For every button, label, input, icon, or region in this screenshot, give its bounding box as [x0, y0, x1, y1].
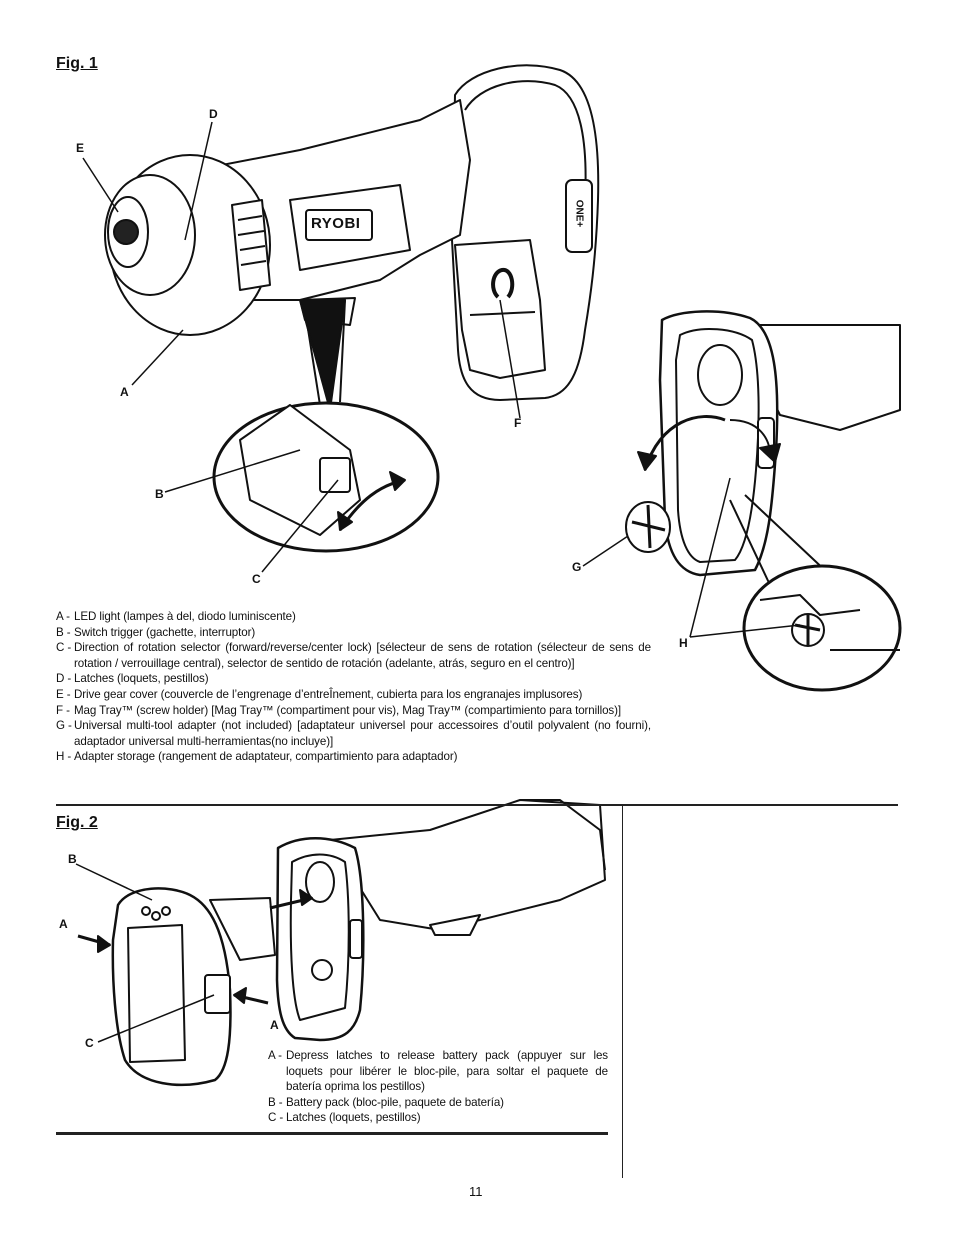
tool-body-illustration	[104, 64, 600, 401]
legend-key: C -	[268, 1111, 284, 1125]
legend-key: A -	[268, 1049, 282, 1062]
legend-key: B -	[56, 625, 71, 639]
callout-a: A	[120, 385, 129, 399]
legend-key: E -	[56, 687, 71, 701]
callout-a: A	[270, 1018, 279, 1032]
legend-item: B -Switch trigger (gachette, interruptor…	[56, 625, 651, 641]
callout-d: D	[209, 107, 218, 121]
callout-a: A	[59, 917, 68, 931]
fig1-legend: A - LED light (lampes à del, diodo lumini…	[56, 609, 651, 765]
callout-f: F	[514, 416, 522, 430]
legend-item: B -Battery pack (bloc-pile, paquete de b…	[268, 1095, 608, 1111]
fig2-bottom-rule	[56, 1132, 608, 1135]
legend-item: A - LED light (lampes à del, diodo lumini…	[56, 609, 651, 625]
legend-key: A -	[56, 610, 70, 623]
callout-g: G	[572, 560, 582, 574]
section-divider	[56, 804, 898, 806]
legend-item: C -Direction of rotation selector (forwa…	[56, 640, 651, 671]
callout-c: C	[252, 572, 261, 586]
legend-item: A - Depress latches to release battery pa…	[268, 1048, 608, 1095]
legend-text: Latches (loquets, pestillos)	[286, 1111, 421, 1125]
legend-text: Universal multi-tool adapter (not includ…	[74, 719, 651, 748]
legend-key: F -	[56, 703, 70, 717]
legend-item: G -Universal multi-tool adapter (not inc…	[56, 718, 651, 749]
legend-text: Drive gear cover (couvercle de l’engrena…	[74, 687, 583, 701]
legend-item: E -Drive gear cover (couvercle de l’engr…	[56, 687, 651, 703]
legend-text: Adapter storage (rangement de adaptateur…	[74, 750, 458, 764]
callout-c: C	[85, 1036, 94, 1050]
legend-text: Mag Tray™ (screw holder) [Mag Tray™ (com…	[74, 703, 622, 717]
legend-text: Latches (loquets, pestillos)	[74, 672, 209, 686]
legend-item: D -Latches (loquets, pestillos)	[56, 671, 651, 687]
callout-h: H	[679, 636, 688, 650]
brand-label: RYOBI	[311, 215, 361, 232]
legend-text: LED light (lampes à del, diodo luminisce…	[74, 610, 296, 623]
fig1-title: Fig. 1	[56, 55, 98, 72]
legend-text: Switch trigger (gachette, interruptor)	[74, 625, 256, 639]
legend-key: H -	[56, 750, 72, 764]
legend-item: F - Mag Tray™ (screw holder) [Mag Tray™ (…	[56, 703, 651, 719]
legend-key: B -	[268, 1095, 283, 1109]
callout-b: B	[155, 487, 164, 501]
legend-key: C -	[56, 641, 72, 655]
callout-e: E	[76, 141, 85, 155]
column-divider	[622, 806, 623, 1178]
legend-item: H -Adapter storage (rangement de adaptat…	[56, 749, 651, 765]
legend-text: Direction of rotation selector (forward/…	[74, 641, 651, 670]
legend-text: Battery pack (bloc-pile, paquete de bate…	[286, 1095, 504, 1109]
one-plus-label: ONE+	[573, 199, 585, 228]
fig2-title: Fig. 2	[56, 814, 98, 831]
fig2-legend: A - Depress latches to release battery pa…	[268, 1048, 608, 1126]
legend-text: Depress latches to release battery pack …	[286, 1049, 608, 1094]
callout-b: B	[68, 852, 77, 866]
legend-key: G -	[56, 719, 72, 733]
legend-key: D -	[56, 672, 72, 686]
legend-item: C -Latches (loquets, pestillos)	[268, 1110, 608, 1126]
page-number: 11	[469, 1184, 483, 1199]
